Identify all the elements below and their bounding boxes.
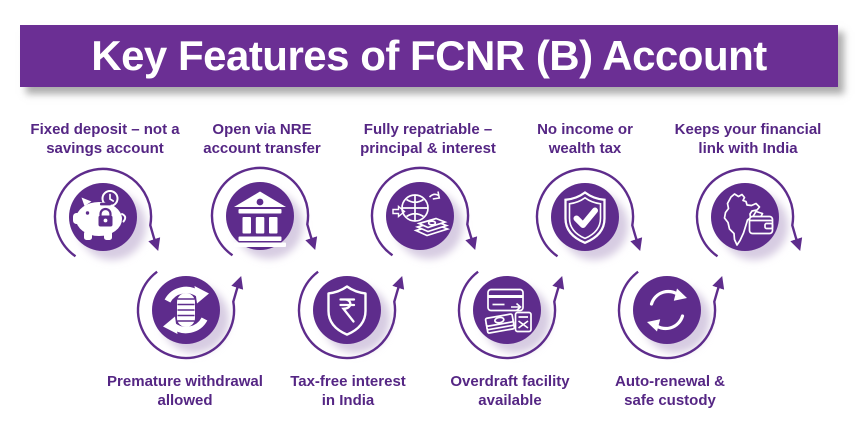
auto-renewal-icon bbox=[647, 288, 687, 332]
label-line: Auto-renewal & bbox=[614, 373, 726, 390]
label-line: Overdraft facility bbox=[450, 373, 570, 390]
feature-node-fixed-deposit bbox=[53, 167, 161, 260]
coins-refresh-icon bbox=[163, 286, 209, 334]
label-line: savings account bbox=[46, 140, 164, 157]
label-line: account transfer bbox=[203, 140, 321, 157]
shield-check-icon bbox=[564, 191, 606, 245]
page-title: Key Features of FCNR (B) Account bbox=[91, 32, 767, 79]
flow-arrow-down-icon bbox=[535, 167, 643, 258]
label-line: Open via NRE bbox=[212, 121, 312, 138]
feature-label-repatriable: Fully repatriable – principal & interest bbox=[360, 120, 496, 158]
label-line: safe custody bbox=[624, 392, 716, 409]
flow-arrow-down-icon bbox=[370, 166, 478, 257]
globe-money-icon bbox=[392, 191, 451, 237]
feature-node-no-tax bbox=[535, 167, 643, 260]
feature-label-overdraft: Overdraft facility available bbox=[450, 372, 569, 410]
feature-label-fixed-deposit: Fixed deposit – not a savings account bbox=[30, 120, 179, 158]
label-line: Tax-free interest bbox=[290, 373, 406, 390]
label-line: allowed bbox=[157, 392, 213, 409]
feature-label-open-nre: Open via NRE account transfer bbox=[203, 120, 321, 158]
feature-node-overdraft bbox=[457, 270, 565, 360]
india-map-wallet-icon bbox=[723, 193, 774, 246]
feature-node-tax-free bbox=[297, 270, 405, 360]
flow-arrow-down-icon bbox=[53, 167, 161, 258]
feature-node-repatriable bbox=[370, 166, 478, 259]
bank-icon bbox=[234, 191, 286, 247]
label-line: Fixed deposit – not a bbox=[30, 121, 180, 138]
flow-arrow-down-icon bbox=[210, 166, 318, 257]
feature-node-auto-renewal bbox=[617, 270, 725, 360]
flow-arrow-up-icon bbox=[136, 270, 244, 360]
flow-arrow-up-icon bbox=[457, 270, 565, 360]
title-banner: Key Features of FCNR (B) Account bbox=[20, 25, 838, 87]
feature-label-india-link: Keeps your financial link with India bbox=[675, 120, 822, 158]
label-line: Premature withdrawal bbox=[107, 373, 263, 390]
label-line: in India bbox=[321, 392, 375, 409]
flow-arrow-down-icon bbox=[695, 167, 803, 258]
flow-arrow-up-icon bbox=[617, 270, 725, 360]
shield-rupee-icon bbox=[327, 285, 367, 336]
piggy-bank-icon bbox=[73, 190, 127, 240]
label-line: Keeps your financial bbox=[674, 121, 822, 138]
feature-circle bbox=[633, 276, 701, 344]
feature-circle bbox=[386, 182, 454, 250]
overdraft-card-cash-icon bbox=[484, 288, 532, 334]
flow-arrow-up-icon bbox=[297, 270, 405, 360]
label-line: wealth tax bbox=[548, 140, 622, 157]
label-line: link with India bbox=[698, 140, 798, 157]
feature-node-premature-withdrawal bbox=[136, 270, 244, 360]
feature-label-tax-free: Tax-free interest in India bbox=[290, 372, 406, 410]
feature-node-india-link bbox=[695, 167, 803, 260]
label-line: principal & interest bbox=[360, 140, 496, 157]
feature-node-open-nre bbox=[210, 166, 318, 259]
label-line: Fully repatriable – bbox=[363, 121, 493, 138]
feature-label-no-tax: No income or wealth tax bbox=[537, 120, 633, 158]
feature-label-auto-renewal: Auto-renewal & safe custody bbox=[615, 372, 725, 410]
label-line: No income or bbox=[537, 121, 633, 138]
feature-label-premature-withdrawal: Premature withdrawal allowed bbox=[107, 372, 263, 410]
label-line: available bbox=[478, 392, 542, 409]
